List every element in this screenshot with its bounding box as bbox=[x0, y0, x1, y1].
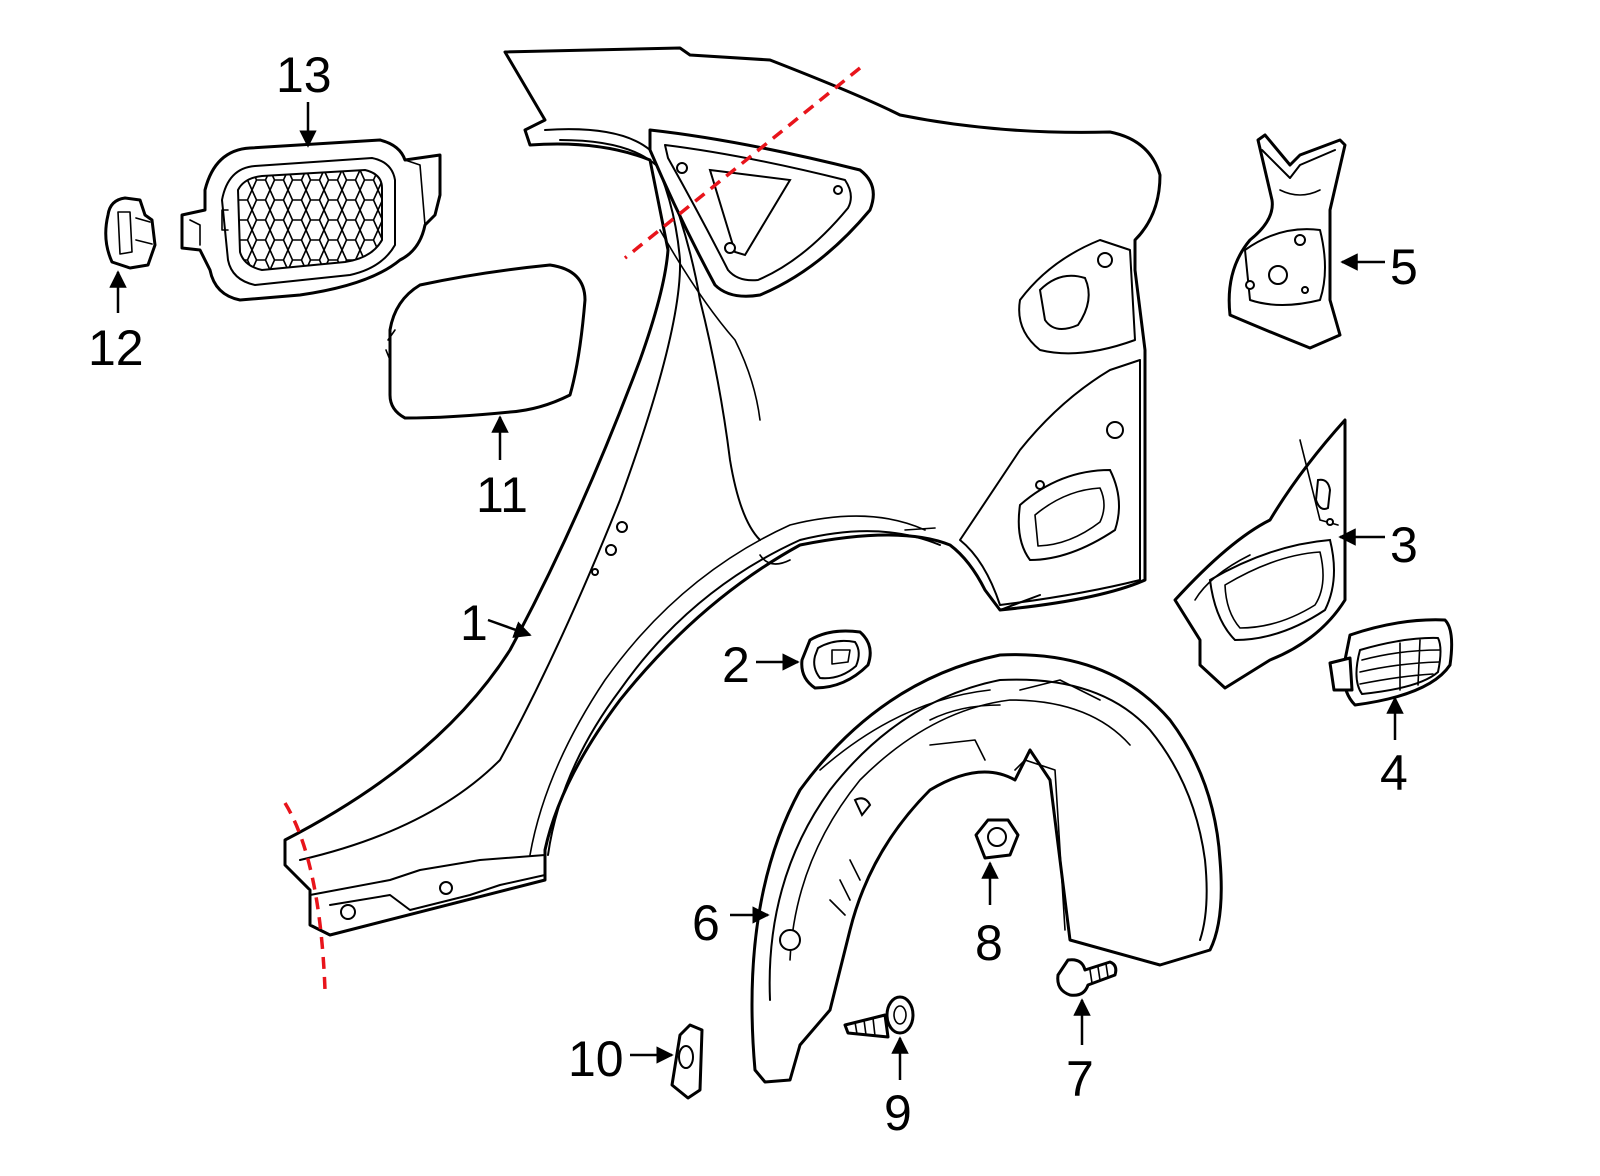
cut-line-upper bbox=[623, 66, 862, 260]
actuator bbox=[104, 196, 157, 270]
callout-13: 13 bbox=[276, 47, 332, 103]
fuel-door bbox=[385, 263, 587, 420]
callout-7: 7 bbox=[1066, 1051, 1094, 1107]
cut-line-lower bbox=[283, 802, 327, 991]
callout-5: 5 bbox=[1390, 239, 1418, 295]
push-clip bbox=[1056, 958, 1118, 997]
callout-3: 3 bbox=[1390, 517, 1418, 573]
screw bbox=[843, 995, 915, 1039]
grommet bbox=[800, 629, 872, 690]
wheel-liner bbox=[750, 653, 1223, 1084]
callout-2: 2 bbox=[722, 637, 750, 693]
vent bbox=[1328, 618, 1454, 707]
callout-1: 1 bbox=[460, 595, 488, 651]
callout-8: 8 bbox=[975, 915, 1003, 971]
callout-4: 4 bbox=[1380, 745, 1408, 801]
nut bbox=[974, 818, 1020, 860]
callout-11: 11 bbox=[476, 467, 528, 523]
clip-bracket bbox=[670, 1023, 704, 1100]
fuel-filler-housing bbox=[180, 138, 442, 302]
callout-10: 10 bbox=[568, 1031, 624, 1087]
inner-panel bbox=[1173, 418, 1347, 690]
leader-1 bbox=[487, 618, 532, 638]
quarter-panel bbox=[283, 46, 1162, 937]
bracket bbox=[1227, 133, 1347, 350]
callout-9: 9 bbox=[884, 1085, 912, 1141]
callout-12: 12 bbox=[88, 320, 144, 376]
callout-6: 6 bbox=[692, 895, 720, 951]
